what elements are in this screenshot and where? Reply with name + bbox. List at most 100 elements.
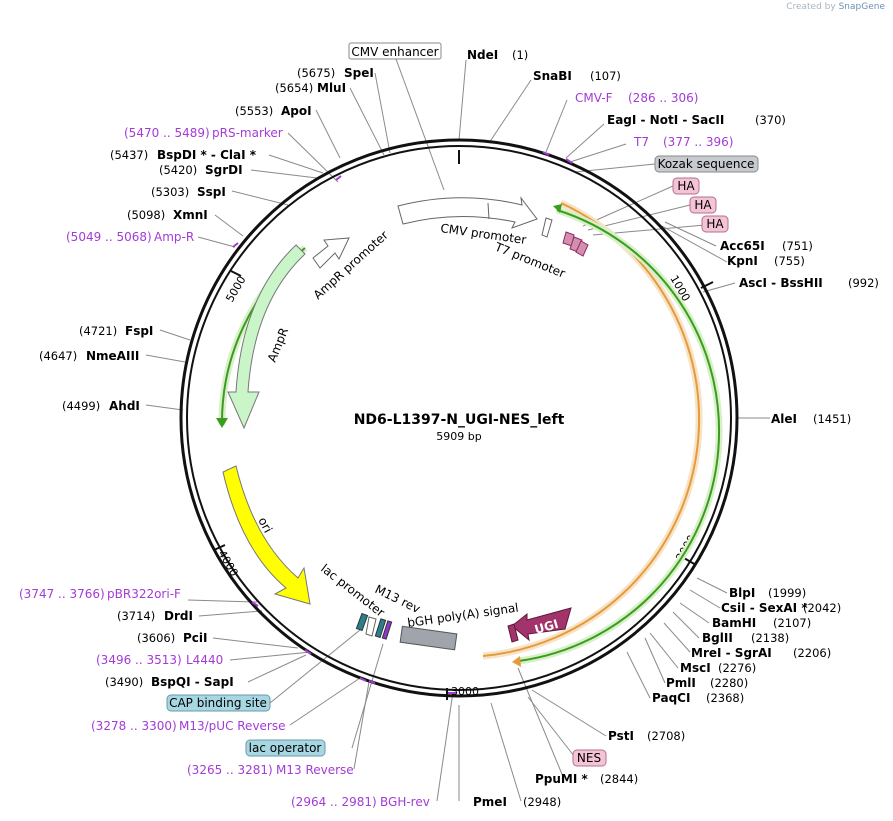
leader-lines [145, 58, 770, 802]
enzyme-name: SgrDI [205, 163, 243, 177]
enzyme-position: (5437) [110, 148, 148, 162]
enzyme-name: BlpI [729, 586, 755, 600]
enzyme-17: PmeI (2948) [473, 795, 561, 809]
enzyme-18: BspQI - SapI(3490) [105, 675, 234, 689]
enzyme-0: NdeI(1) [467, 48, 528, 62]
enzyme-19: PciI(3606) [137, 631, 208, 645]
ugi-label: UGI [533, 617, 560, 637]
enzyme-name: BspDI * - ClaI * [157, 148, 257, 162]
enzyme-name: AleI [771, 412, 797, 426]
primer-range: (5049 .. 5068) [66, 230, 152, 244]
svg-text:CAP binding site: CAP binding site [169, 696, 267, 710]
enzyme-name: SspI [197, 185, 226, 199]
primer-1: (377 .. 396) T7 [633, 135, 733, 149]
enzyme-name: MscI [680, 661, 711, 675]
cap-site-mark [355, 612, 369, 632]
enzyme-26: SgrDI(5420) [159, 163, 243, 177]
enzyme-name: PmeI [473, 795, 507, 809]
enzyme-name: MreI - SgrAI [691, 646, 772, 660]
svg-text:HA: HA [706, 217, 724, 231]
plasmid-name: ND6-L1397-N_UGI-NES_left [354, 412, 565, 428]
enzyme-15: PstI(2708) [608, 729, 685, 743]
enzyme-name: CsiI - SexAI * [721, 601, 808, 615]
enzyme-14: PaqCI(2368) [652, 691, 744, 705]
enzyme-position: (4647) [39, 349, 77, 363]
enzyme-name: DrdI [164, 609, 193, 623]
bgh-bar [399, 625, 458, 651]
enzyme-position: (3714) [117, 609, 155, 623]
enzyme-name: ApoI [281, 104, 312, 118]
enzyme-name: XmnI [173, 208, 208, 222]
ampr-arrow [227, 244, 306, 430]
enzyme-position: (370) [755, 113, 786, 127]
enzyme-position: (2948) [523, 795, 561, 809]
svg-text:Kozak sequence: Kozak sequence [658, 157, 755, 171]
enzyme-name: KpnI [727, 254, 758, 268]
bgh-label: bGH poly(A) signal [406, 601, 519, 630]
enzyme-position: (1999) [768, 586, 806, 600]
enzyme-position: (1) [512, 48, 528, 62]
credit-prefix: Created by [786, 2, 836, 12]
primer-range: (286 .. 306) [628, 91, 698, 105]
lac-promoter-arrow [365, 616, 377, 637]
primer-marks [232, 151, 573, 694]
enzyme-position: (5098) [127, 208, 165, 222]
enzyme-3: Acc65I(751) [720, 239, 813, 253]
svg-text:lac operator: lac operator [249, 741, 322, 755]
primer-4: (3747 .. 3766)pBR322ori-F [19, 587, 181, 601]
enzyme-28: ApoI (5553) [235, 104, 312, 118]
enzyme-7: BlpI (1999) [729, 586, 806, 600]
enzyme-name: PmlI [666, 676, 696, 690]
enzyme-name: SnaBI [533, 69, 572, 83]
enzyme-24: XmnI (5098) [127, 208, 208, 222]
enzyme-name: BamHI [712, 616, 756, 630]
primer-2: (5470 .. 5489)pRS-marker [124, 126, 283, 140]
enzyme-name: NmeAIII [86, 349, 139, 363]
primer-name: L4440 [186, 653, 223, 667]
box-lac-operator: lac operator [245, 739, 326, 757]
primer-name: T7 [633, 135, 649, 149]
primer-name: pBR322ori-F [107, 587, 181, 601]
tick-5000: 5000 [223, 274, 248, 305]
primer-name: CMV-F [575, 91, 613, 105]
enzyme-name: PstI [608, 729, 634, 743]
enzyme-labels: NdeI(1) SnaBI (107) EagI - NotI - SacII(370… [39, 48, 879, 809]
svg-text:HA: HA [677, 179, 695, 193]
primer-name: pRS-marker [212, 126, 283, 140]
primer-6: (3278 .. 3300)M13/pUC Reverse [91, 719, 286, 733]
t7-promoter-arrow [541, 217, 553, 238]
enzyme-10: BglII(2138) [702, 631, 789, 645]
enzyme-position: (2368) [706, 691, 744, 705]
primer-3: (5049 .. 5068)Amp-R [66, 230, 194, 244]
snapgene-credit: Created by SnapGene [786, 2, 885, 12]
enzyme-position: (3490) [105, 675, 143, 689]
box-ha-3: HA [701, 215, 729, 233]
box-cmv-enhancer: CMV enhancer [348, 42, 442, 60]
ugi-arrow [511, 607, 572, 642]
primer-range: (3747 .. 3766) [19, 587, 105, 601]
primer-5: (3496 .. 3513)L4440 [96, 653, 223, 667]
svg-text:NES: NES [577, 751, 601, 765]
primer-range: (377 .. 396) [663, 135, 733, 149]
enzyme-2: EagI - NotI - SacII(370) [607, 113, 786, 127]
box-ha-2: HA [689, 196, 717, 214]
primer-range: (3265 .. 3281) [187, 763, 273, 777]
enzyme-position: (5553) [235, 104, 273, 118]
enzyme-30: SpeI(5675) [297, 66, 374, 80]
enzyme-1: SnaBI (107) [533, 69, 621, 83]
backbone [179, 138, 739, 698]
primer-range: (3278 .. 3300) [91, 719, 177, 733]
enzyme-position: (2138) [751, 631, 789, 645]
enzyme-name: SpeI [344, 66, 374, 80]
enzyme-position: (107) [590, 69, 621, 83]
t7-promoter-label: T7 promoter [492, 239, 567, 280]
tick-4000: 4000 [215, 548, 240, 579]
enzyme-position: (5654) [275, 81, 313, 95]
m13-rev-mark [381, 620, 393, 640]
enzyme-20: DrdI (3714) [117, 609, 193, 623]
box-nes: NES [572, 749, 607, 767]
svg-text:HA: HA [694, 198, 712, 212]
svg-text:CMV enhancer: CMV enhancer [351, 45, 438, 59]
ha-arrow-3 [575, 240, 589, 257]
enzyme-29: MluI(5654) [275, 81, 346, 95]
